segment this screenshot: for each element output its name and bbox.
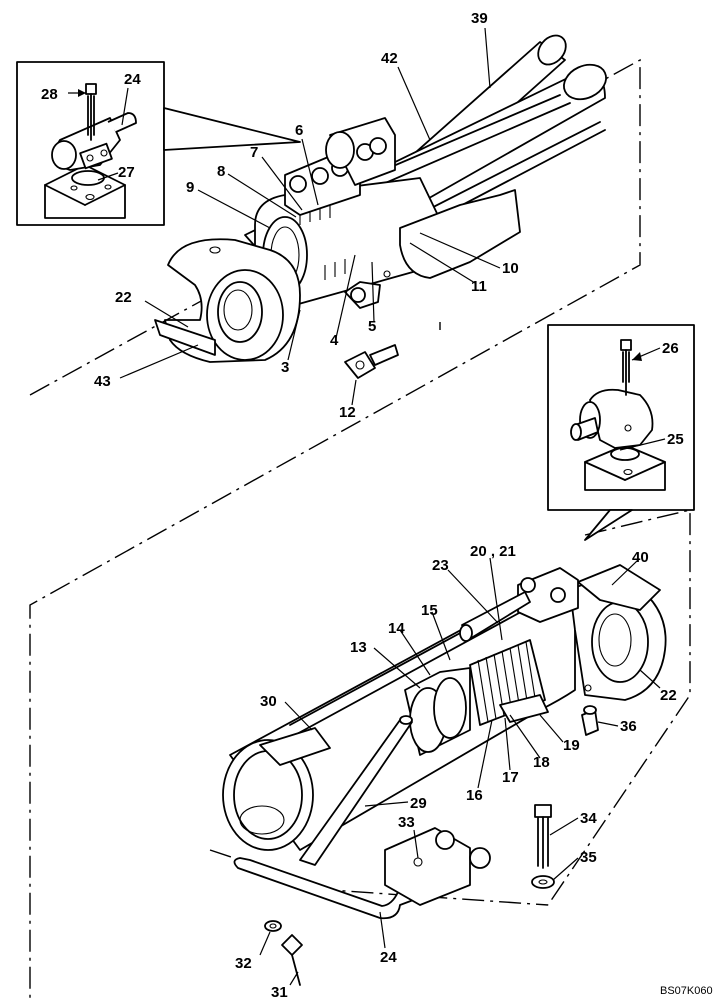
callout-32: 32 bbox=[235, 955, 252, 972]
rod-assembly-upper bbox=[154, 34, 607, 379]
callout-17: 17 bbox=[502, 769, 519, 786]
callout-22-top: 22 bbox=[115, 289, 132, 306]
callout-16: 16 bbox=[466, 787, 483, 804]
callout-36: 36 bbox=[620, 718, 637, 735]
callout-18: 18 bbox=[533, 754, 550, 771]
callout-3: 3 bbox=[281, 359, 289, 376]
callout-24-top: 24 bbox=[124, 71, 141, 88]
callout-11: 11 bbox=[471, 278, 487, 295]
callout-30: 30 bbox=[260, 693, 277, 710]
inset-box-right bbox=[547, 324, 695, 541]
callout-31: 31 bbox=[271, 984, 288, 1000]
callout-7: 7 bbox=[250, 144, 258, 161]
callout-14: 14 bbox=[388, 620, 405, 637]
inset-box-top-left bbox=[16, 61, 301, 226]
callout-15: 15 bbox=[421, 602, 438, 619]
callout-4: 4 bbox=[330, 332, 339, 349]
callout-23: 23 bbox=[432, 557, 449, 574]
callout-20-21: 20 , 21 bbox=[470, 543, 516, 560]
callout-42: 42 bbox=[381, 50, 398, 67]
callout-29: 29 bbox=[410, 795, 427, 812]
callout-28: 28 bbox=[41, 86, 58, 103]
callout-22-bottom: 22 bbox=[660, 687, 677, 704]
callout-35: 35 bbox=[580, 849, 597, 866]
drawing-code: BS07K060 bbox=[660, 985, 713, 997]
callout-9: 9 bbox=[186, 179, 194, 196]
callout-33: 33 bbox=[398, 814, 415, 831]
callout-19: 19 bbox=[563, 737, 580, 754]
callout-labels: 39 42 24 28 27 6 7 8 9 10 11 22 5 4 3 43… bbox=[41, 10, 684, 1000]
callout-13: 13 bbox=[350, 639, 367, 656]
callout-43: 43 bbox=[94, 373, 111, 390]
callout-5: 5 bbox=[368, 318, 376, 335]
cylinder-assembly-lower bbox=[222, 564, 667, 986]
callout-40: 40 bbox=[632, 549, 649, 566]
callout-12: 12 bbox=[339, 404, 356, 421]
callout-8: 8 bbox=[217, 163, 225, 180]
callout-26: 26 bbox=[662, 340, 679, 357]
callout-25: 25 bbox=[667, 431, 684, 448]
callout-39: 39 bbox=[471, 10, 488, 27]
leader-lines bbox=[68, 27, 666, 986]
callout-10: 10 bbox=[502, 260, 519, 277]
callout-34: 34 bbox=[580, 810, 597, 827]
callout-6: 6 bbox=[295, 122, 303, 139]
callout-27: 27 bbox=[118, 164, 135, 181]
callout-24-bottom: 24 bbox=[380, 949, 397, 966]
